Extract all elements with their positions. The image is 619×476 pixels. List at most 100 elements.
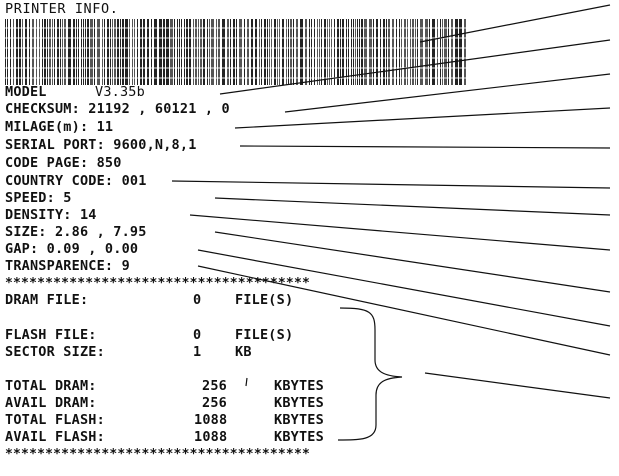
barcode-band (5, 47, 468, 49)
barcode-bar (36, 19, 37, 85)
barcode-bar (200, 19, 202, 85)
barcode-bar (459, 19, 462, 85)
barcode-bar (321, 19, 322, 85)
barcode-bar (25, 19, 27, 85)
barcode-bar (451, 19, 453, 85)
tick-mark (245, 377, 248, 387)
barcode-bar (179, 19, 180, 85)
barcode-bar (85, 19, 86, 85)
gap-line: GAP: 0.09 , 0.00 (5, 241, 139, 257)
barcode-bar (114, 19, 116, 85)
barcode-bar (22, 19, 23, 85)
total-flash-label: TOTAL FLASH: (5, 412, 105, 428)
barcode-bar (353, 19, 354, 85)
barcode-bar (334, 19, 335, 85)
callout-line-model (219, 39, 611, 95)
barcode-bar (337, 19, 339, 85)
barcode-bar (448, 19, 449, 85)
barcode-bar (120, 19, 121, 85)
barcode-bar (166, 19, 169, 85)
barcode-bar (122, 19, 124, 85)
barcode-bar (227, 19, 229, 85)
barcode-bar (112, 19, 113, 85)
barcode-bar (44, 19, 46, 85)
barcode-bar (282, 19, 284, 85)
barcode-bar (184, 19, 185, 85)
barcode-bar (288, 19, 289, 85)
barcode-bar (10, 19, 11, 85)
total-dram-unit: KBYTES (274, 378, 324, 394)
barcode-bar (415, 19, 416, 85)
barcode-bar (13, 19, 14, 85)
barcode-bar (83, 19, 84, 85)
barcode-bar (64, 19, 66, 85)
barcode-bar (417, 19, 418, 85)
barcode-bar (143, 19, 145, 85)
barcode-bar (247, 19, 249, 85)
barcode-bar (97, 19, 100, 85)
barcode-bar (264, 19, 266, 85)
barcode-bar (455, 19, 458, 85)
barcode-bar (102, 19, 103, 85)
barcode-bar (29, 19, 30, 85)
barcode-bar (420, 19, 423, 85)
barcode-bar (218, 19, 220, 85)
barcode-bar (399, 19, 400, 85)
checksum-line: CHECKSUM: 21192 , 60121 , 0 (5, 101, 230, 117)
callout-line-speed (214, 197, 611, 216)
barcode-bar (117, 19, 119, 85)
barcode-bar (396, 19, 397, 85)
barcode-bar (274, 19, 276, 85)
barcode-bar (342, 19, 344, 85)
barcode-bar (134, 19, 135, 85)
barcode-bar (198, 19, 199, 85)
barcode-bar (383, 19, 385, 85)
barcode-bar (407, 19, 408, 85)
barcode-bar (442, 19, 443, 85)
barcode-bar (94, 19, 95, 85)
barcode-bar (236, 19, 237, 85)
barcode-bar (125, 19, 128, 85)
barcode-bar (401, 19, 402, 85)
flash-file-unit: FILE(S) (235, 327, 294, 343)
flash-file-label: FLASH FILE: (5, 327, 97, 343)
barcode-bar (104, 19, 105, 85)
avail-flash-unit: KBYTES (274, 429, 324, 445)
density-line: DENSITY: 14 (5, 207, 97, 223)
memory-bracket (337, 307, 403, 441)
milage-line: MILAGE(m): 11 (5, 119, 114, 135)
barcode-bar (319, 19, 320, 85)
separator-top: ************************************** (5, 276, 311, 291)
barcode-bar (159, 19, 162, 85)
size-line: SIZE: 2.86 , 7.95 (5, 224, 147, 240)
dram-file-unit: FILE(S) (235, 292, 294, 308)
barcode-bar (361, 19, 363, 85)
avail-flash-value: 1088 (194, 429, 228, 445)
barcode-bar (359, 19, 360, 85)
barcode-bar (412, 19, 414, 85)
barcode-bar (60, 19, 61, 85)
barcode-band (5, 77, 468, 79)
barcode-band (5, 27, 468, 29)
callout-line-checksum (284, 73, 611, 113)
dram-file-label: DRAM FILE: (5, 292, 89, 308)
separator-bottom: ************************************** (5, 447, 311, 462)
barcode-bar (211, 19, 214, 85)
barcode-bar (216, 19, 217, 85)
avail-flash-label: AVAIL FLASH: (5, 429, 105, 445)
barcode-bar (432, 19, 435, 85)
barcode-bar (355, 19, 356, 85)
callout-line-density (189, 214, 611, 251)
barcode-bar (129, 19, 130, 85)
barcode-bar (296, 19, 298, 85)
barcode-bar (300, 19, 303, 85)
barcode-bar (203, 19, 205, 85)
barcode-bar (369, 19, 372, 85)
barcode-bar (259, 19, 260, 85)
avail-dram-label: AVAIL DRAM: (5, 395, 97, 411)
barcode-bar (186, 19, 188, 85)
barcode-bar (410, 19, 411, 85)
sector-size-unit: KB (235, 344, 252, 360)
